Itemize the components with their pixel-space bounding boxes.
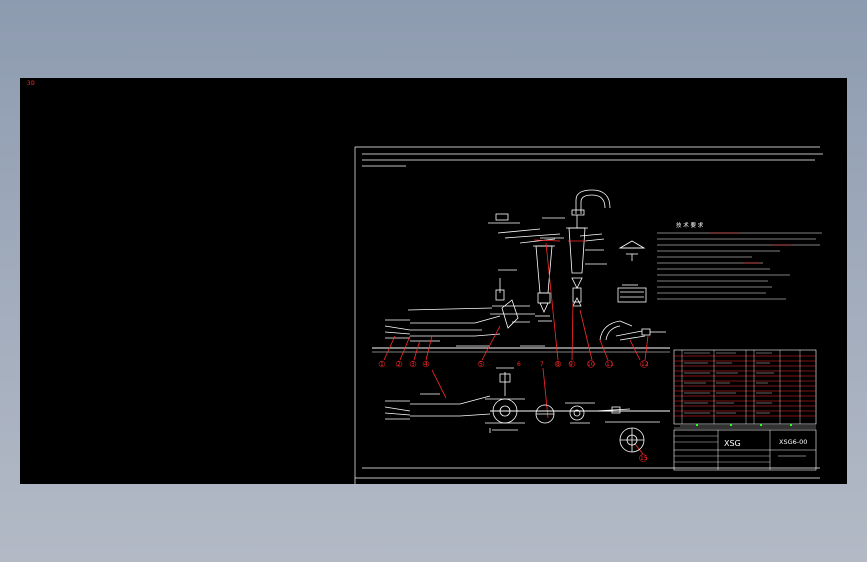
callout-5: 5 [479,361,483,368]
technical-notes: 技 术 要 求 [657,221,822,300]
parts-list [673,349,817,429]
callout-15: 15 [640,455,648,462]
callout-7: 7 [540,361,544,368]
callout-circles [378,360,648,462]
drawing-frame [354,146,823,484]
callout-6: 6 [517,361,521,368]
lower-assembly [384,367,670,453]
notes-title: 技 术 要 求 [676,221,704,229]
cad-viewport[interactable]: 3D [20,78,847,484]
callout-11: 11 [606,361,614,368]
title-block-name: XSG [724,439,741,448]
upper-left-piping [372,307,670,353]
callout-9: 9 [569,361,573,368]
parts-list-rows [674,355,816,417]
notes-lines [657,232,822,300]
notes-highlights [710,232,792,264]
title-block-code: XSG6-00 [779,438,807,446]
drawing-canvas: 1 2 3 4 5 6 7 8 9 10 11 12 15 技 术 要 求 [354,146,823,484]
callout-2: 2 [397,361,401,368]
callout-8: 8 [556,361,560,368]
viewport-corner-label: 3D [27,80,36,87]
callout-12: 12 [641,361,649,368]
callout-1: 1 [380,361,384,368]
parts-list-markers [696,424,792,426]
callout-numbers: 1 2 3 4 5 6 7 8 9 10 11 12 15 [380,361,649,462]
callout-4: 4 [424,361,428,368]
parts-list-columns [681,350,801,424]
title-block: XSG XSG6-00 [673,429,817,471]
upper-callout-leaders [383,239,649,455]
parts-list-entries [684,352,774,414]
upper-assembly [488,189,666,341]
callout-10: 10 [587,361,595,368]
callout-3: 3 [411,361,415,368]
parts-list-header [674,425,816,429]
